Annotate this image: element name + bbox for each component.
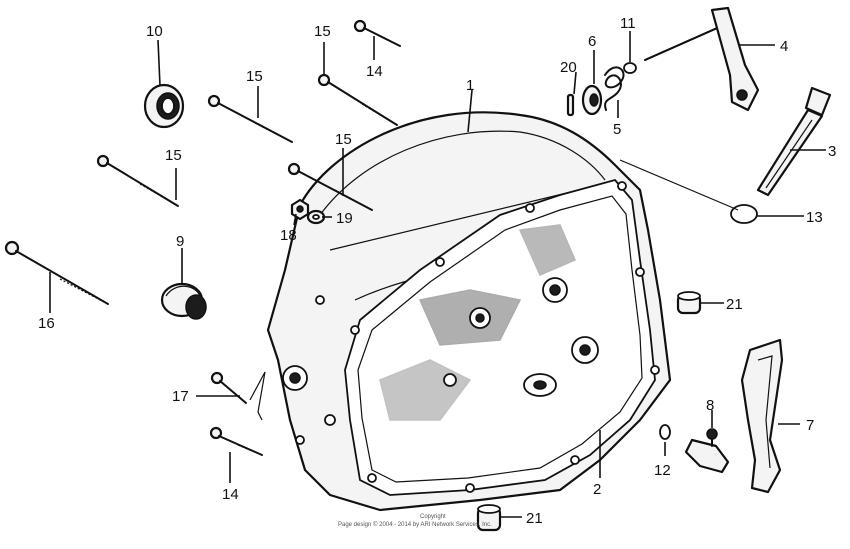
oil-seal-10 <box>143 83 185 129</box>
spring-5 <box>604 66 625 111</box>
label-12: 12 <box>654 462 671 479</box>
bolt-15-left <box>96 154 179 207</box>
label-9: 9 <box>176 233 184 250</box>
o-ring-13 <box>619 159 758 224</box>
bolt-15-right <box>287 162 373 211</box>
plug-9 <box>160 282 207 320</box>
label-15-left: 15 <box>165 147 182 164</box>
bolt-16 <box>4 240 109 305</box>
label-10: 10 <box>146 23 163 40</box>
label-19: 19 <box>336 210 353 227</box>
label-6: 6 <box>588 33 596 50</box>
leader-lines <box>49 31 826 518</box>
label-15-mid: 15 <box>246 68 263 85</box>
copyright-line-2: Page design © 2004 - 2014 by ARI Network… <box>338 521 492 528</box>
collar-6 <box>581 84 603 116</box>
label-3: 3 <box>828 143 836 160</box>
washer-19 <box>306 209 326 225</box>
bolt-14-bottom <box>209 426 263 456</box>
part-labels: 1 2 3 4 5 6 7 8 9 10 11 12 13 14 14 15 1… <box>38 15 836 527</box>
label-21-top: 21 <box>726 296 743 313</box>
label-18: 18 <box>280 227 297 244</box>
copyright-line-1: Copyright <box>420 514 446 520</box>
label-13: 13 <box>806 209 823 226</box>
label-2: 2 <box>593 481 601 498</box>
bolt-17 <box>210 371 266 421</box>
cover-plate-7 <box>740 338 784 494</box>
crankcase-cover <box>266 111 672 512</box>
bolt-15-mid <box>207 94 293 143</box>
washer-12 <box>659 424 671 440</box>
nut-18 <box>290 198 310 221</box>
label-8: 8 <box>706 397 714 414</box>
label-17: 17 <box>172 388 189 405</box>
label-20: 20 <box>560 59 577 76</box>
clip-11 <box>623 62 637 74</box>
copyright-watermark: Copyright Page design © 2004 - 2014 by A… <box>338 514 492 528</box>
label-16: 16 <box>38 315 55 332</box>
label-14-bottom: 14 <box>222 486 239 503</box>
dowel-21-top <box>676 291 702 315</box>
label-11: 11 <box>620 15 636 32</box>
dipstick-3 <box>756 86 832 197</box>
label-15-top: 15 <box>314 23 331 40</box>
pin-20 <box>566 93 575 117</box>
label-5: 5 <box>613 121 621 138</box>
dowel-21-bottom <box>476 504 502 532</box>
label-4: 4 <box>780 38 788 55</box>
shift-arm-4 <box>644 6 760 112</box>
bolt-14-top <box>353 19 401 47</box>
bolt-15-top <box>317 73 398 126</box>
label-7: 7 <box>806 417 814 434</box>
switch-8 <box>684 428 730 474</box>
label-1: 1 <box>466 77 474 94</box>
label-15-right: 15 <box>335 131 352 148</box>
label-14-top: 14 <box>366 63 383 80</box>
label-21-bottom: 21 <box>526 510 543 527</box>
